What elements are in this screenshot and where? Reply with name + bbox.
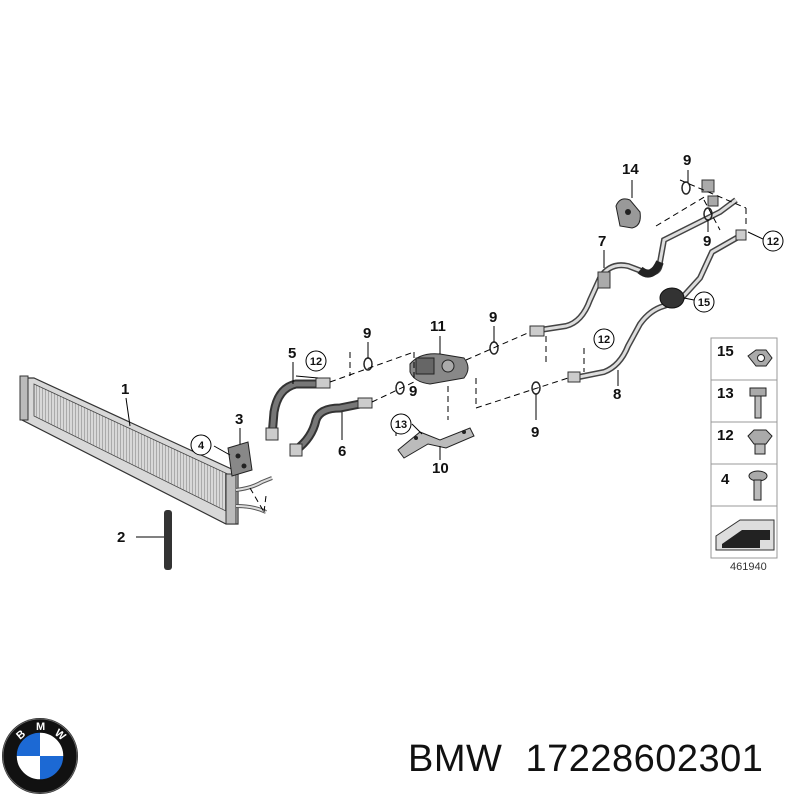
callout-6: 6 — [338, 443, 346, 460]
svg-text:12: 12 — [717, 427, 734, 444]
svg-text:4: 4 — [198, 440, 205, 452]
callout-12-b: 12 — [593, 328, 615, 350]
callout-9-e: 9 — [683, 152, 691, 169]
callout-7: 7 — [598, 233, 606, 250]
legend-flange-nut: 15 — [717, 343, 773, 367]
callout-9-c: 9 — [489, 309, 497, 326]
callout-9-b: 9 — [409, 383, 417, 400]
rubber-strip — [136, 510, 172, 570]
part-number: 17228602301 — [525, 738, 764, 780]
callout-5: 5 — [288, 345, 296, 362]
callout-1: 1 — [121, 381, 129, 398]
fastener-legend: 15 13 12 4 — [710, 337, 778, 559]
callout-14: 14 — [622, 161, 639, 178]
flange-14 — [615, 180, 641, 229]
callout-4: 4 — [190, 434, 212, 456]
oil-cooler-line-6 — [289, 397, 373, 457]
callout-9-f: 9 — [703, 233, 711, 250]
upper-connector — [701, 179, 719, 207]
legend-torx-screw: 4 — [721, 470, 768, 501]
thermostat — [409, 336, 469, 385]
svg-text:13: 13 — [717, 385, 734, 402]
svg-text:15: 15 — [717, 343, 734, 360]
svg-text:15: 15 — [698, 297, 710, 309]
holder-10 — [397, 423, 475, 460]
legend-collar-nut: 12 — [717, 427, 773, 455]
svg-text:4: 4 — [721, 471, 730, 488]
assembly-lines — [249, 179, 747, 513]
svg-text:12: 12 — [767, 236, 779, 248]
part-caption: BMW 17228602301 — [408, 738, 788, 781]
svg-text:12: 12 — [598, 334, 610, 346]
callout-11: 11 — [430, 318, 446, 335]
legend-hex-bolt: 13 — [717, 385, 767, 419]
bracket — [213, 428, 253, 477]
callout-2: 2 — [117, 529, 125, 546]
svg-text:12: 12 — [310, 356, 322, 368]
bmw-logo: B M W — [2, 718, 78, 794]
callout-9-d: 9 — [531, 424, 539, 441]
oil-cooler-line-8 — [567, 229, 747, 386]
callout-13: 13 — [390, 413, 412, 435]
o-rings — [363, 170, 713, 420]
oil-cooler-line-5 — [265, 362, 331, 441]
brand-name: BMW — [408, 738, 503, 780]
svg-text:13: 13 — [395, 419, 407, 431]
legend-direction-arrow — [715, 519, 775, 551]
callout-8: 8 — [613, 386, 621, 403]
callout-12-a: 12 — [305, 350, 327, 372]
oil-cooler-line-7 — [529, 197, 738, 337]
callout-3: 3 — [235, 411, 243, 428]
callout-15: 15 — [683, 291, 715, 313]
callout-9-a: 9 — [363, 325, 371, 342]
reference-number: 461940 — [730, 561, 767, 573]
svg-text:M: M — [36, 721, 45, 733]
callout-12-c: 12 — [747, 230, 784, 252]
callout-10: 10 — [432, 460, 449, 477]
